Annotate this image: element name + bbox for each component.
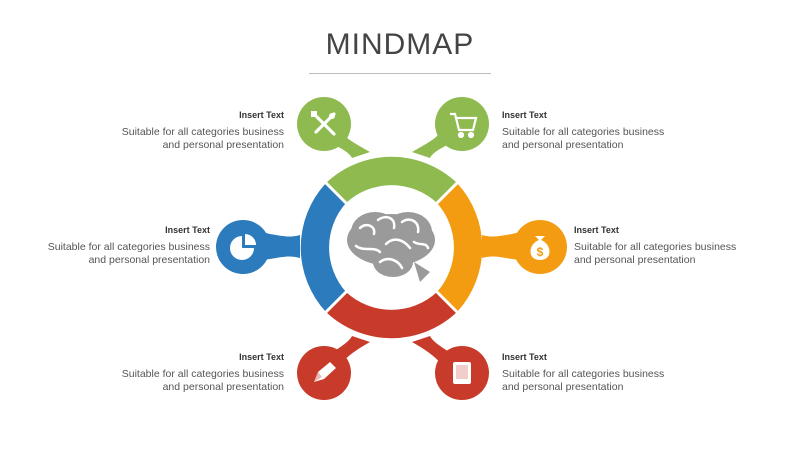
block-line-2: and personal presentation: [574, 254, 696, 266]
ring-segment-right: [437, 183, 483, 312]
text-block-top-right: Insert Text Suitable for all categories …: [502, 109, 742, 152]
ring-segment-bottom: [326, 292, 457, 339]
block-line-2: and personal presentation: [502, 381, 624, 393]
block-line-1: Suitable for all categories business: [502, 126, 665, 138]
node-circle-mid-left: [216, 220, 270, 274]
block-line-1: Suitable for all categories business: [47, 241, 210, 253]
text-block-bottom-right: Insert Text Suitable for all categories …: [502, 351, 742, 394]
ring: [300, 156, 483, 339]
block-heading: Insert Text: [239, 110, 284, 120]
text-block-mid-left: Insert Text Suitable for all categories …: [0, 224, 210, 267]
text-block-mid-right: Insert Text Suitable for all categories …: [574, 224, 800, 267]
tools-icon: [311, 111, 336, 136]
pencil-icon: [314, 362, 336, 382]
page-title: MINDMAP: [325, 28, 475, 61]
title-divider: [309, 73, 491, 74]
block-line-1: Suitable for all categories business: [121, 126, 284, 138]
connector-mid-left: [262, 232, 300, 260]
text-block-top-left: Insert Text Suitable for all categories …: [44, 109, 284, 152]
ring-segment-left: [300, 183, 346, 312]
block-heading: Insert Text: [165, 225, 210, 235]
block-heading: Insert Text: [502, 110, 547, 120]
block-line-1: Suitable for all categories business: [502, 368, 665, 380]
block-line-2: and personal presentation: [162, 139, 284, 151]
block-line-2: and personal presentation: [502, 139, 624, 151]
block-heading: Insert Text: [574, 225, 619, 235]
block-heading: Insert Text: [239, 352, 284, 362]
book-icon: [453, 362, 471, 384]
svg-text:$: $: [537, 245, 544, 259]
block-line-2: and personal presentation: [88, 254, 210, 266]
text-block-bottom-left: Insert Text Suitable for all categories …: [44, 351, 284, 394]
block-heading: Insert Text: [502, 352, 547, 362]
brain-icon: [347, 212, 435, 282]
ring-segment-top: [326, 156, 457, 203]
block-line-1: Suitable for all categories business: [121, 368, 284, 380]
pie-chart-icon: [230, 234, 256, 260]
money-bag-icon: $: [530, 236, 550, 260]
connector-mid-right: [482, 232, 520, 260]
block-line-2: and personal presentation: [162, 381, 284, 393]
shopping-cart-icon: [450, 112, 478, 139]
block-line-1: Suitable for all categories business: [574, 241, 737, 253]
node-circle-top-right: [435, 97, 489, 151]
